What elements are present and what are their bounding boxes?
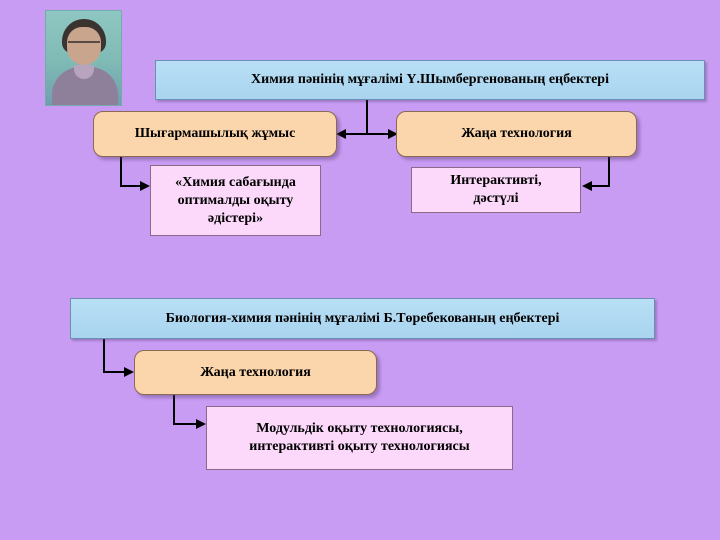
section1-left-box: Шығармашылық жұмыс bbox=[93, 111, 337, 157]
section1-title: Химия пәнінің мұғалімі Ү.Шымбергенованың… bbox=[251, 72, 609, 87]
connector-box2-to-note bbox=[173, 394, 206, 429]
teacher-photo bbox=[45, 10, 122, 106]
section1-left-note-text: «Химия сабағында оптималды оқыту әдістер… bbox=[175, 174, 296, 226]
section2-box-label: Жаңа технология bbox=[200, 364, 311, 380]
connector-left-box-to-note bbox=[120, 157, 150, 191]
section1-left-box-label: Шығармашылық жұмыс bbox=[134, 126, 296, 141]
section1-title-banner: Химия пәнінің мұғалімі Ү.Шымбергенованың… bbox=[155, 60, 705, 100]
section1-right-box: Жаңа технология bbox=[396, 111, 637, 157]
section1-right-box-label: Жаңа технология bbox=[461, 126, 572, 141]
section1-right-note-text: Интерактивті, дәстүлі bbox=[450, 173, 542, 206]
section2-box: Жаңа технология bbox=[134, 350, 377, 395]
section2-title: Биология-химия пәнінің мұғалімі Б.Төребе… bbox=[165, 310, 560, 326]
section2-note: Модульдік оқыту технологиясы, интерактив… bbox=[206, 406, 513, 470]
connector-title2-to-box bbox=[103, 339, 134, 377]
section2-note-text: Модульдік оқыту технологиясы, интерактив… bbox=[249, 421, 470, 454]
connector-right-box-to-note bbox=[582, 157, 610, 191]
section2-title-banner: Биология-химия пәнінің мұғалімі Б.Төребе… bbox=[70, 298, 655, 339]
section1-left-note: «Химия сабағында оптималды оқыту әдістер… bbox=[150, 165, 321, 236]
section1-right-note: Интерактивті, дәстүлі bbox=[411, 167, 581, 213]
